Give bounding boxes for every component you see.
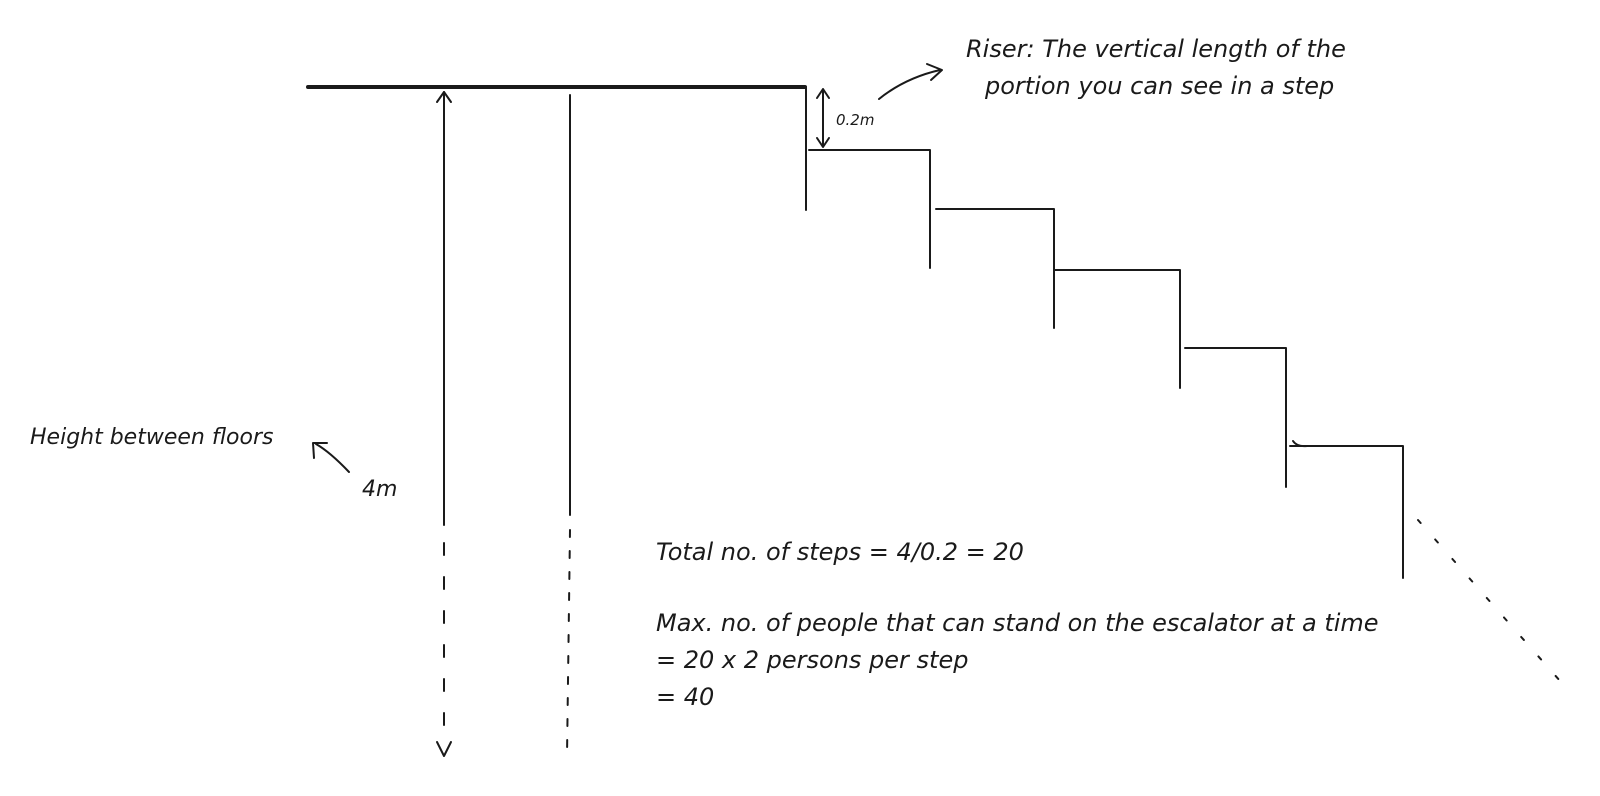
height-label: Height between floors [30,425,273,450]
max-people-line1: Max. no. of people that can stand on the… [656,609,1379,637]
max-people-line3: = 40 [656,683,714,711]
riser-note-line2: portion you can see in a step [984,72,1334,100]
total-steps-calc: Total no. of steps = 4/0.2 = 20 [656,538,1024,566]
max-people-line2: = 20 x 2 persons per step [656,646,968,674]
riser-note-line1: Riser: The vertical length of the [966,35,1346,63]
height-value-label: 4m [362,477,397,502]
riser-pointer-arrow [878,63,943,100]
escalator-steps [805,86,1569,691]
riser-height-label: 0.2m [836,111,874,129]
height-arrow [436,91,452,757]
reference-vertical-line [566,94,571,757]
height-pointer-arrow [312,442,350,473]
riser-dimension-arrow [816,88,830,148]
